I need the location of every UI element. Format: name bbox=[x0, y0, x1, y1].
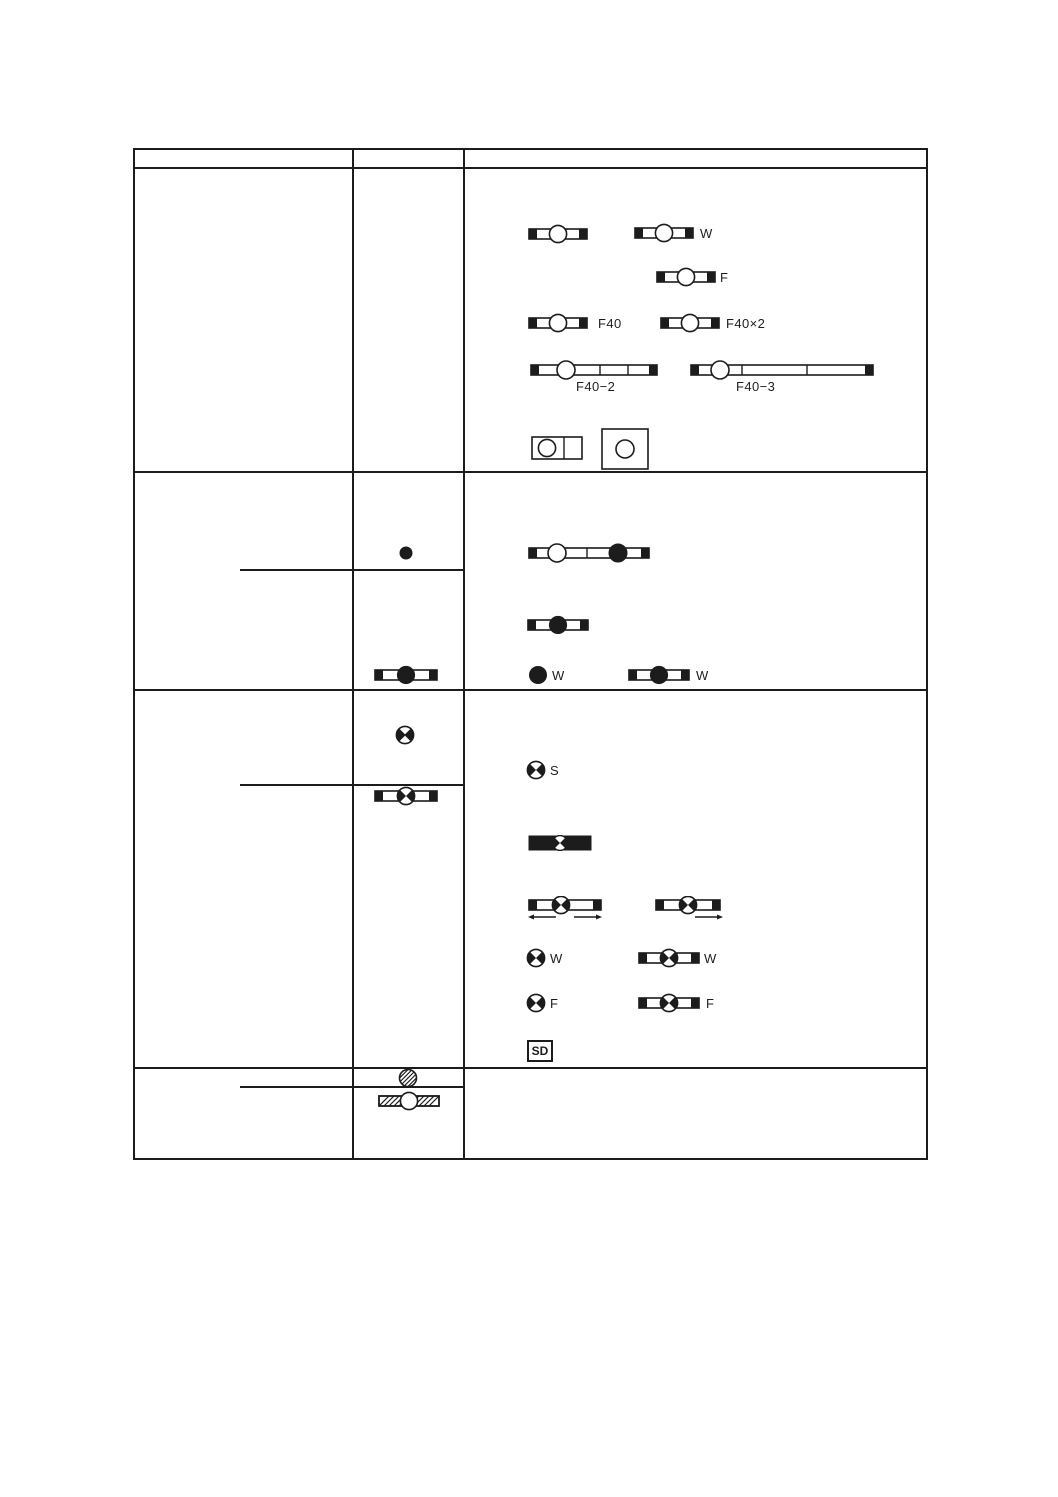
cross-circle-lamp-w-icon bbox=[526, 948, 546, 968]
boxed-bar-circle-icon bbox=[531, 436, 583, 460]
bar-cross-circle-f-icon bbox=[638, 993, 700, 1013]
sd-box: SD bbox=[527, 1040, 553, 1062]
label-f: F bbox=[706, 996, 715, 1011]
label-f40x2: F40×2 bbox=[726, 316, 766, 331]
table-subrow-line-3 bbox=[240, 1086, 463, 1088]
boxed-circle-icon bbox=[601, 428, 649, 470]
table-vline-2 bbox=[463, 148, 465, 1160]
filled-circle-lamp-icon bbox=[399, 546, 413, 560]
label-sd: SD bbox=[531, 1044, 549, 1058]
label-s: S bbox=[550, 763, 560, 778]
cross-circle-lamp-f-icon bbox=[526, 993, 546, 1013]
solid-bar-cross-circle-icon bbox=[528, 835, 592, 851]
label-w: W bbox=[550, 951, 563, 966]
table-row-line-3 bbox=[133, 1067, 928, 1069]
hatched-bar-circle-icon bbox=[378, 1091, 440, 1111]
cross-circle-lamp-icon bbox=[395, 725, 415, 745]
table-row-line-1 bbox=[133, 471, 928, 473]
fluorescent-bar-f40-2-icon bbox=[530, 360, 658, 380]
fluorescent-bar-f40-3-icon bbox=[690, 360, 874, 380]
bar-cross-circle-w-icon bbox=[638, 948, 700, 968]
bar-filled-circle-icon bbox=[374, 665, 438, 685]
bar-cross-circle-icon bbox=[374, 786, 438, 806]
label-f: F bbox=[720, 270, 729, 285]
bar-filled-circle-icon bbox=[527, 615, 589, 635]
label-w: W bbox=[552, 668, 565, 683]
bar-open-and-filled-circle-icon bbox=[528, 543, 650, 563]
bar-filled-circle-w-icon bbox=[628, 665, 690, 685]
fluorescent-bar-f-icon bbox=[656, 267, 716, 287]
label-w: W bbox=[700, 226, 713, 241]
table-subrow-line-2 bbox=[240, 784, 463, 786]
label-f: F bbox=[550, 996, 559, 1011]
table-row-line-2 bbox=[133, 689, 928, 691]
label-f40-2: F40−2 bbox=[576, 379, 616, 394]
bar-cross-circle-arrow-right-icon bbox=[655, 896, 723, 920]
table-vline-1 bbox=[352, 148, 354, 1160]
bar-cross-circle-arrows-icon bbox=[528, 896, 602, 920]
fluorescent-bar-f40x2-icon bbox=[660, 313, 720, 333]
fluorescent-bar-icon bbox=[528, 224, 588, 244]
table-header-line bbox=[133, 167, 928, 169]
legend-table-border bbox=[133, 148, 928, 1160]
label-w: W bbox=[704, 951, 717, 966]
table-subrow-line-1 bbox=[240, 569, 463, 571]
filled-circle-lamp-icon bbox=[529, 666, 547, 684]
label-f40: F40 bbox=[598, 316, 622, 331]
fluorescent-bar-w-icon bbox=[634, 223, 694, 243]
fluorescent-bar-f40-icon bbox=[528, 313, 588, 333]
label-f40-3: F40−3 bbox=[736, 379, 776, 394]
cross-circle-lamp-s-icon bbox=[526, 760, 546, 780]
label-w: W bbox=[696, 668, 709, 683]
hatched-circle-lamp-icon bbox=[398, 1068, 418, 1088]
